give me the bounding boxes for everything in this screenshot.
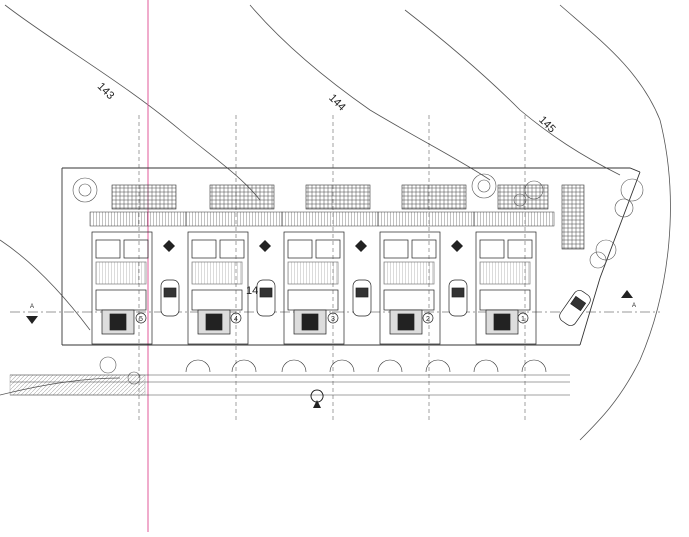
section-marker-left: A [30, 304, 34, 310]
house-number-5: 5 [139, 316, 143, 323]
contour-line-144 [249, 4, 491, 181]
car-icon [352, 279, 372, 317]
car-icon [448, 279, 468, 317]
entrance-arches [185, 359, 547, 373]
road [9, 374, 570, 396]
car-icon [256, 279, 276, 317]
contour-label-143: 143 [95, 81, 116, 102]
roof-panel-4 [209, 184, 275, 210]
house-number-1: 1 [521, 316, 525, 323]
stair-strips [89, 211, 555, 227]
site-boundary [61, 167, 641, 346]
axis-lines [138, 115, 526, 420]
house-number-2: 2 [426, 316, 430, 323]
house-unit-3: 3 [283, 231, 345, 345]
house-unit-1: 1 [475, 231, 537, 345]
roof-panels [111, 184, 585, 250]
contour-line-146 [559, 4, 671, 441]
house-unit-4: 4 [187, 231, 249, 345]
contour-label-144: 144 [326, 92, 347, 113]
contour-label-145: 145 [536, 114, 557, 135]
contour-line-145 [404, 9, 621, 176]
plot-label: 14 [246, 285, 258, 297]
roof-panel-5 [111, 184, 177, 210]
contour-line-lower [0, 239, 91, 331]
roof-panel-3 [305, 184, 371, 210]
trees [72, 173, 644, 385]
house-unit-5: 5 [91, 231, 153, 345]
car-icon [160, 279, 180, 317]
house-units: 5 4 3 [91, 231, 537, 345]
cars [160, 279, 591, 326]
car-icon [559, 290, 591, 326]
level-markers [163, 240, 463, 408]
section-marker-right: A [632, 303, 636, 309]
side-panel [561, 184, 585, 250]
roof-panel-2 [401, 184, 467, 210]
house-unit-2: 2 [379, 231, 441, 345]
contour-line-143 [4, 4, 261, 201]
